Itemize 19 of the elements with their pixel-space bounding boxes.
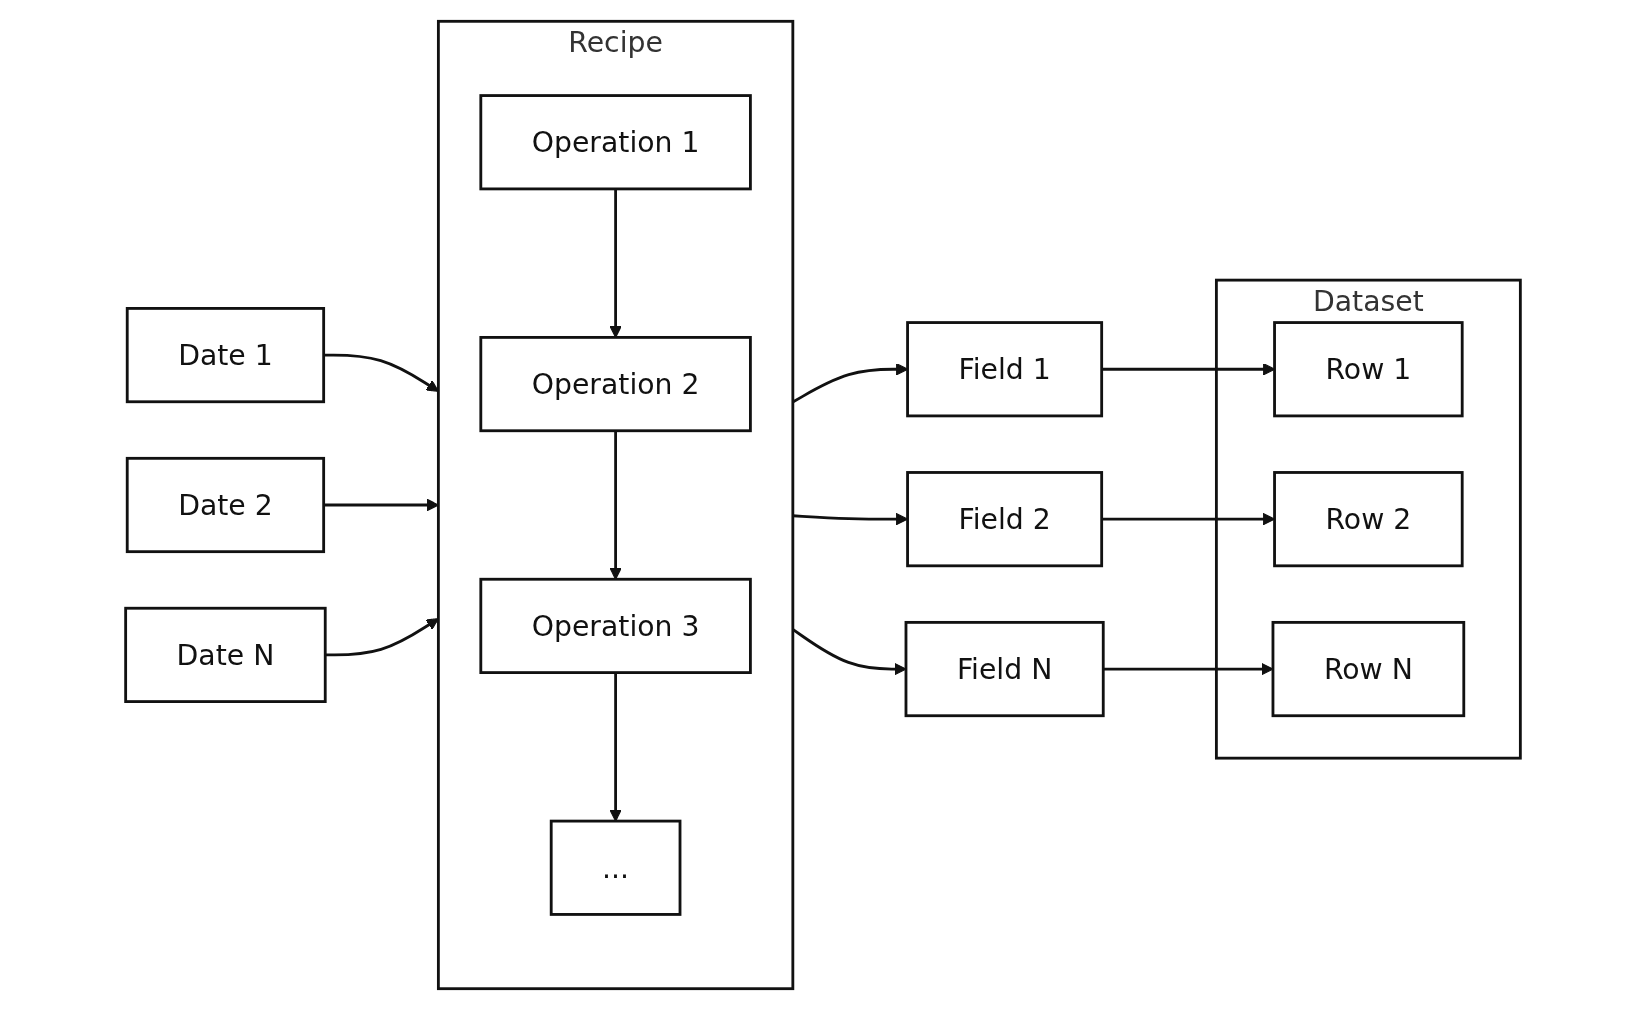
node-box: ... [549,819,682,916]
node-box: Operation 3 [479,577,752,674]
arrow [323,353,439,392]
node-box: Field N [904,620,1105,718]
node-box: Row N [1271,620,1466,718]
arrow [325,618,439,657]
arrow [323,498,439,512]
node-box: Row 2 [1273,471,1464,568]
node-box: Date 2 [125,456,326,554]
arrow [609,672,622,822]
node-box: Date N [124,606,327,703]
node-box: Field 2 [906,471,1104,568]
node-box: Operation 2 [479,336,752,433]
arrow [609,430,622,580]
node-box: Date 1 [125,307,326,404]
arrow [609,188,622,338]
node-box: Operation 1 [479,94,752,191]
node-box: Field 1 [906,321,1104,418]
node-box: Row 1 [1273,321,1464,418]
